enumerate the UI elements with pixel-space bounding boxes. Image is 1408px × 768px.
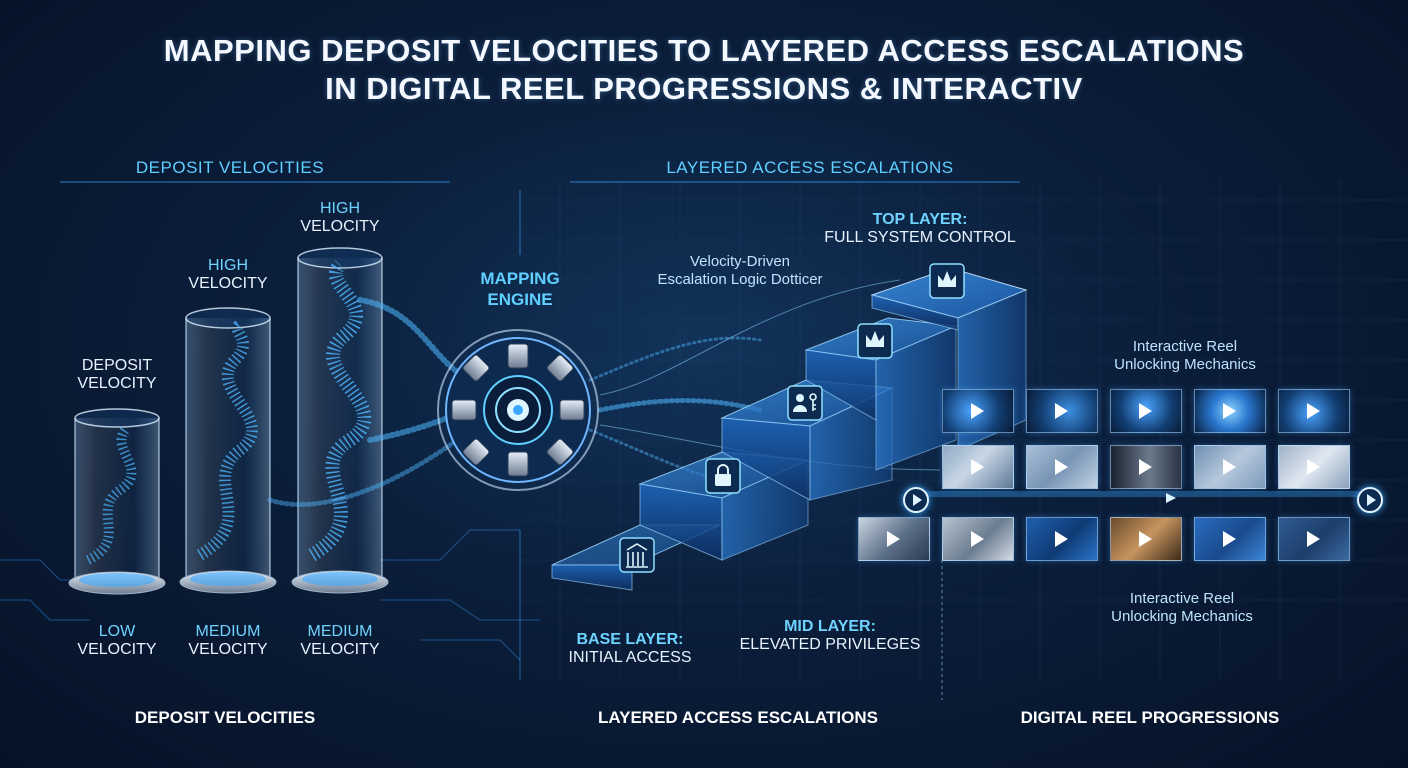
reel-progress-track — [920, 491, 1360, 503]
reel-caption-bottom-line1: Interactive Reel — [1129, 590, 1235, 607]
reel-thumb[interactable] — [1026, 517, 1098, 561]
escalation-logic-caption: Velocity-Driven Escalation Logic Dottice… — [630, 253, 850, 289]
cylinder-1-bottom-line2: VELOCITY — [77, 641, 157, 658]
play-icon — [913, 494, 922, 506]
base-layer-title: BASE LAYER: — [576, 631, 684, 648]
cylinder-medium — [179, 307, 277, 594]
cylinder-1-top-line1: DEPOSIT — [81, 357, 153, 374]
cylinder-2-bottom-line1: MEDIUM — [195, 623, 261, 640]
lock-icon — [705, 458, 741, 494]
reel-thumb[interactable] — [1110, 445, 1182, 489]
play-icon — [971, 459, 984, 475]
reel-thumb[interactable] — [1194, 389, 1266, 433]
play-icon — [1367, 494, 1376, 506]
cylinder-2-top-line2: VELOCITY — [188, 275, 268, 292]
crown-icon-mid — [857, 323, 893, 359]
cylinder-3-top-label: HIGH VELOCITY — [278, 200, 402, 236]
reel-caption-bottom-line2: Unlocking Mechanics — [1111, 608, 1253, 625]
cylinder-3-top-line1: HIGH — [320, 200, 360, 217]
play-icon — [1055, 459, 1068, 475]
play-icon — [1139, 531, 1152, 547]
reel-thumb[interactable] — [1194, 517, 1266, 561]
play-icon — [1055, 403, 1068, 419]
mid-layer-title: MID LAYER: — [784, 618, 876, 635]
reel-thumb[interactable] — [1278, 517, 1350, 561]
play-icon — [1055, 531, 1068, 547]
cylinder-3-bottom-line2: VELOCITY — [300, 641, 380, 658]
reel-thumb[interactable] — [1110, 517, 1182, 561]
building-icon — [619, 537, 655, 573]
cylinder-1-top-label: DEPOSIT VELOCITY — [55, 357, 179, 393]
cylinder-2-bottom-line2: VELOCITY — [188, 641, 268, 658]
reel-progress-start-button[interactable] — [903, 487, 929, 513]
circuit-traces — [0, 529, 540, 661]
user-key-icon — [787, 385, 823, 421]
section-header-layered: LAYERED ACCESS ESCALATIONS — [666, 158, 954, 177]
play-icon — [1139, 403, 1152, 419]
cylinder-high — [291, 247, 389, 594]
reel-thumb[interactable] — [1278, 445, 1350, 489]
reel-thumb[interactable] — [942, 517, 1014, 561]
reel-thumb[interactable] — [1026, 389, 1098, 433]
play-icon — [1139, 459, 1152, 475]
play-icon — [1223, 459, 1236, 475]
reel-thumb[interactable] — [1110, 389, 1182, 433]
mapping-engine-line2: ENGINE — [487, 290, 553, 309]
cylinder-3-top-line2: VELOCITY — [300, 218, 380, 235]
mid-layer-desc: ELEVATED PRIVILEGES — [739, 636, 921, 653]
top-layer-desc: FULL SYSTEM CONTROL — [824, 229, 1016, 246]
page-title-line2: IN DIGITAL REEL PROGRESSIONS & INTERACTI… — [325, 71, 1083, 106]
reel-caption-top-line2: Unlocking Mechanics — [1114, 356, 1256, 373]
reel-caption-top: Interactive Reel Unlocking Mechanics — [1085, 338, 1285, 374]
cylinder-2-bottom-label: MEDIUM VELOCITY — [166, 623, 290, 659]
base-layer-label: BASE LAYER: INITIAL ACCESS — [540, 631, 720, 667]
footer-layered: LAYERED ACCESS ESCALATIONS — [598, 708, 878, 727]
escalation-logic-line2: Escalation Logic Dotticer — [657, 271, 823, 288]
cylinder-3-bottom-label: MEDIUM VELOCITY — [278, 623, 402, 659]
footer-deposit: DEPOSIT VELOCITIES — [134, 708, 316, 727]
reel-thumb[interactable] — [1194, 445, 1266, 489]
reel-thumb[interactable] — [942, 445, 1014, 489]
mapping-engine-line1: MAPPING — [480, 269, 560, 288]
mid-layer-label: MID LAYER: ELEVATED PRIVILEGES — [720, 618, 940, 654]
play-icon — [971, 531, 984, 547]
cylinder-1-top-line2: VELOCITY — [77, 375, 157, 392]
play-icon — [1307, 531, 1320, 547]
play-icon — [1223, 531, 1236, 547]
reel-thumb[interactable] — [1278, 389, 1350, 433]
reel-thumb[interactable] — [942, 389, 1014, 433]
cylinder-1-bottom-label: LOW VELOCITY — [55, 623, 179, 659]
crown-icon-top — [929, 263, 965, 299]
reel-progress-end-button[interactable] — [1357, 487, 1383, 513]
footer-reel: DIGITAL REEL PROGRESSIONS — [1020, 708, 1280, 727]
reel-thumb[interactable] — [858, 517, 930, 561]
play-icon — [1307, 403, 1320, 419]
page-title-line1: MAPPING DEPOSIT VELOCITIES TO LAYERED AC… — [163, 33, 1245, 68]
cylinder-2-top-label: HIGH VELOCITY — [166, 257, 290, 293]
mapping-engine-graphic — [430, 322, 606, 498]
reel-thumb[interactable] — [1026, 445, 1098, 489]
cylinder-low — [68, 408, 166, 595]
reel-caption-bottom: Interactive Reel Unlocking Mechanics — [1082, 590, 1282, 626]
top-layer-title: TOP LAYER: — [872, 211, 968, 228]
reel-caption-top-line1: Interactive Reel — [1132, 338, 1238, 355]
play-icon — [1307, 459, 1320, 475]
top-layer-label: TOP LAYER: FULL SYSTEM CONTROL — [810, 211, 1030, 247]
escalation-logic-line1: Velocity-Driven — [689, 253, 791, 270]
play-icon — [971, 403, 984, 419]
play-icon — [1223, 403, 1236, 419]
play-icon — [887, 531, 900, 547]
base-layer-desc: INITIAL ACCESS — [568, 649, 692, 666]
mapping-engine-label: MAPPING ENGINE — [450, 268, 590, 310]
cylinder-1-bottom-line1: LOW — [98, 623, 136, 640]
cylinder-3-bottom-line1: MEDIUM — [307, 623, 373, 640]
section-header-deposit: DEPOSIT VELOCITIES — [135, 158, 325, 177]
cylinder-2-top-line1: HIGH — [208, 257, 248, 274]
